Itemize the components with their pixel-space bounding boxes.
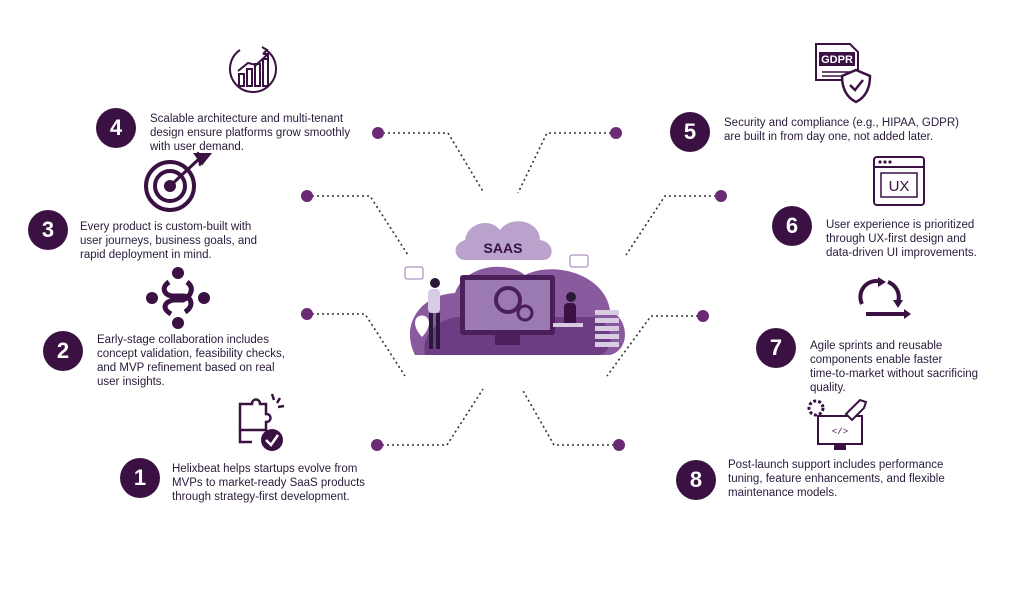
step-5-line: Security and compliance (e.g., HIPAA, GD… <box>724 117 959 129</box>
collaboration-knot-icon <box>146 267 210 329</box>
step-4-line: with user demand. <box>150 141 244 153</box>
svg-text:</>: </> <box>832 427 848 437</box>
step-3-line: rapid deployment in mind. <box>80 249 212 261</box>
step-7-line: components enable faster <box>810 354 943 366</box>
step-7-text: Agile sprints and reusable components en… <box>810 339 1020 395</box>
step-3-line: user journeys, business goals, and <box>80 235 258 247</box>
step-8-line: tuning, feature enhancements, and flexib… <box>728 473 945 485</box>
monitor-icon <box>460 275 555 345</box>
cloud-label: SAAS <box>484 240 523 256</box>
connector-6 <box>625 195 721 256</box>
chat-bubble-icon <box>404 266 424 280</box>
server-rack-icon <box>595 310 619 347</box>
step-5-line: are built in from day one, not added lat… <box>724 131 934 143</box>
step-2-badge: 2 <box>43 331 83 371</box>
step-2-line: Early-stage collaboration includes <box>97 334 269 346</box>
connector-3 <box>307 195 409 256</box>
connector-1 <box>377 388 484 446</box>
step-7-line: quality. <box>810 382 846 394</box>
step-3-badge: 3 <box>28 210 68 250</box>
step-8-line: Post-launch support includes performance <box>728 459 944 471</box>
folder-icon <box>569 254 589 268</box>
rocket-monitor-icon: </> <box>807 398 868 450</box>
gear-icon <box>807 399 825 417</box>
step-4-text: Scalable architecture and multi-tenant d… <box>150 112 390 154</box>
step-2-line: and MVP refinement based on real <box>97 362 275 374</box>
step-8-badge: 8 <box>676 460 716 500</box>
ux-window-icon: UX <box>873 156 925 206</box>
step-6-line: through UX-first design and <box>826 233 966 245</box>
step-8-text: Post-launch support includes performance… <box>728 458 1008 500</box>
connector-dot-1 <box>371 439 383 451</box>
gdpr-shield-icon: GDPR <box>815 43 872 104</box>
step-3-line: Every product is custom-built with <box>80 221 252 233</box>
step-3-text: Every product is custom-built with user … <box>80 220 300 262</box>
puzzle-check-icon <box>238 393 285 451</box>
step-1-line: Helixbeat helps startups evolve from <box>172 463 358 475</box>
connector-5 <box>517 132 616 194</box>
step-1-line: through strategy-first development. <box>172 491 350 503</box>
step-2-text: Early-stage collaboration includes conce… <box>97 333 337 389</box>
ux-label: UX <box>889 178 910 195</box>
step-6-text: User experience is prioritized through U… <box>826 218 1016 260</box>
step-4-line: design ensure platforms grow smoothly <box>150 127 351 139</box>
target-arrow-icon <box>144 151 213 212</box>
step-6-line: User experience is prioritized <box>826 219 975 231</box>
step-7-badge: 7 <box>756 328 796 368</box>
agile-cycle-icon <box>858 277 911 319</box>
connector-dot-8 <box>613 439 625 451</box>
step-7-line: time-to-market without sacrificing <box>810 368 979 380</box>
step-4-badge: 4 <box>96 108 136 148</box>
connector-dot-4 <box>372 127 384 139</box>
step-1-text: Helixbeat helps startups evolve from MVP… <box>172 462 412 504</box>
connector-dot-5 <box>610 127 622 139</box>
gdpr-label: GDPR <box>821 54 853 66</box>
step-8-line: maintenance models. <box>728 487 838 499</box>
connector-8 <box>521 388 619 446</box>
growth-chart-icon <box>229 46 277 93</box>
location-pin-icon <box>415 315 429 337</box>
step-5-text: Security and compliance (e.g., HIPAA, GD… <box>724 116 1004 144</box>
cloud-icon: SAAS <box>455 221 552 260</box>
person-right-icon <box>553 292 583 327</box>
step-5-badge: 5 <box>670 112 710 152</box>
connector-4 <box>378 132 485 194</box>
connector-dot-6 <box>715 190 727 202</box>
person-left-icon <box>428 278 440 349</box>
step-1-line: MVPs to market-ready SaaS products <box>172 477 366 489</box>
step-4-line: Scalable architecture and multi-tenant <box>150 113 344 125</box>
step-2-line: user insights. <box>97 376 165 388</box>
step-7-line: Agile sprints and reusable <box>810 340 943 352</box>
step-6-badge: 6 <box>772 206 812 246</box>
step-2-line: concept validation, feasibility checks, <box>97 348 285 360</box>
rocket-icon <box>844 398 868 422</box>
connector-dot-3 <box>301 190 313 202</box>
connector-dot-2 <box>301 308 313 320</box>
connector-7 <box>606 315 703 377</box>
step-6-line: data-driven UI improvements. <box>826 247 977 259</box>
step-1-badge: 1 <box>120 458 160 498</box>
saas-center-illustration: SAAS <box>404 221 625 355</box>
connector-dot-7 <box>697 310 709 322</box>
